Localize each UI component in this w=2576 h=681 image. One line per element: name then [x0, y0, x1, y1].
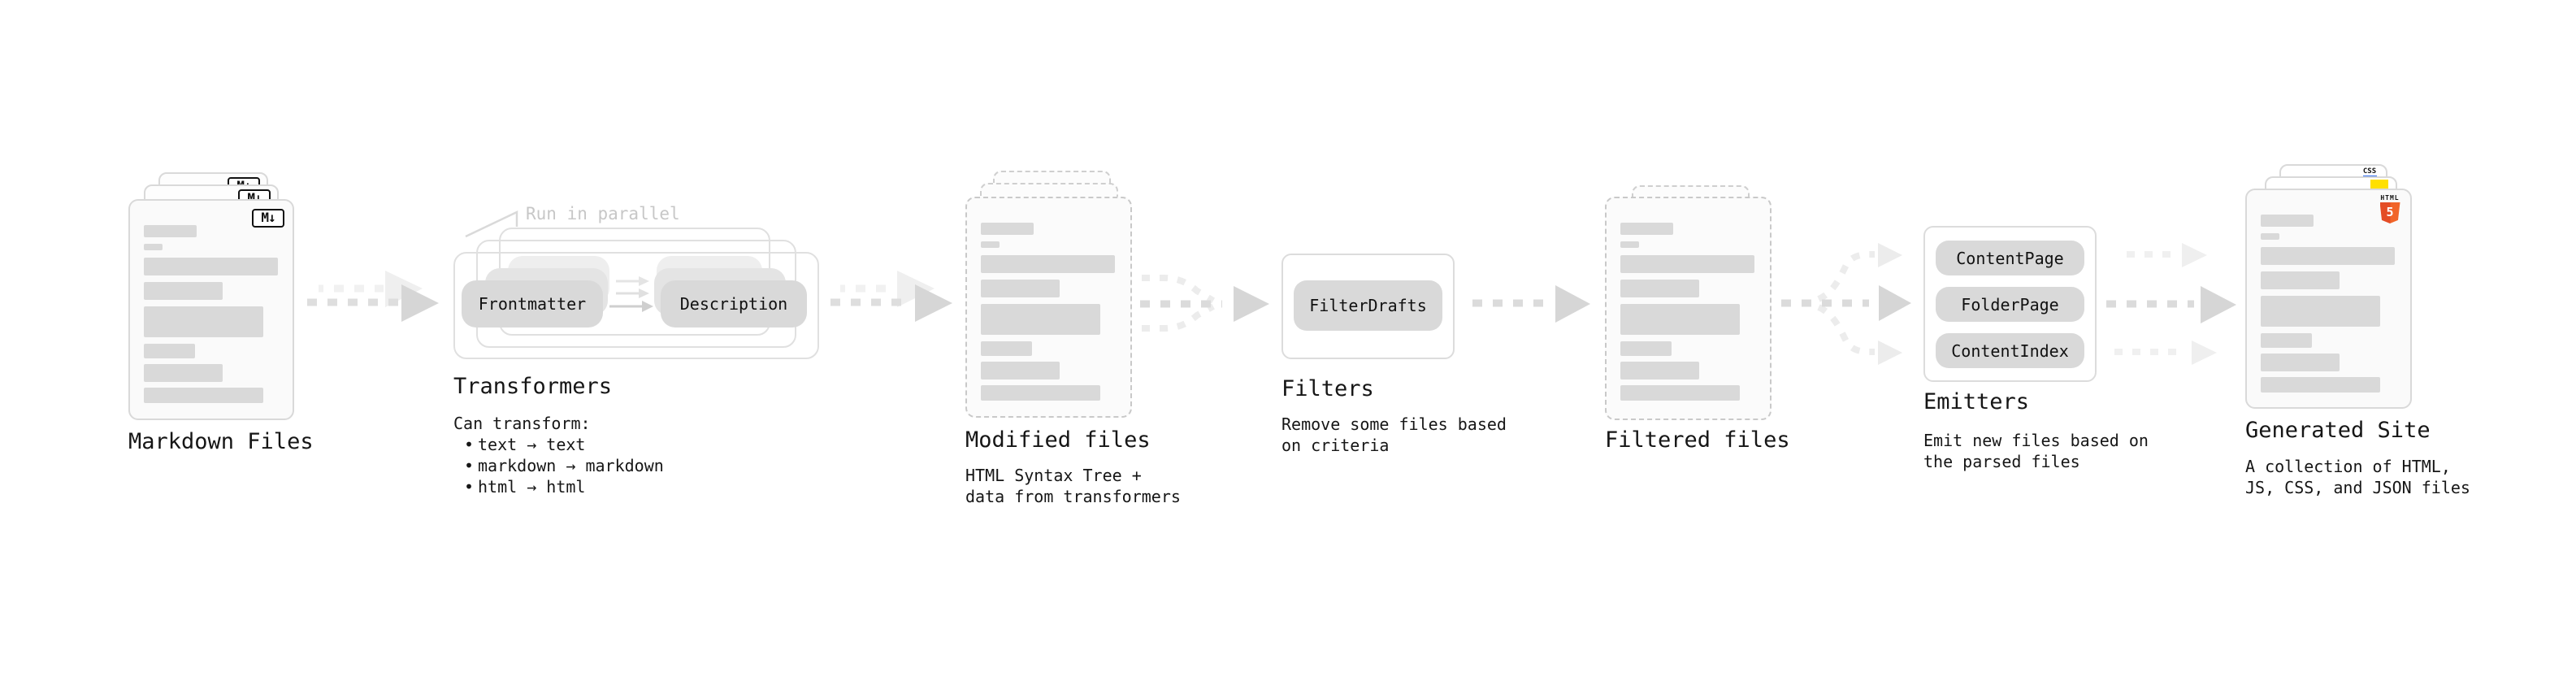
- transform-capabilities-title: Can transform:: [453, 414, 591, 433]
- transform-capabilities: Can transform: •text → text •markdown → …: [453, 413, 664, 497]
- filters-panel: FilterDrafts: [1281, 254, 1455, 359]
- stage-label-filters: Filters: [1281, 376, 1374, 401]
- html5-icon: HTML 5: [2378, 194, 2402, 223]
- stage-description-modified: HTML Syntax Tree + data from transformer…: [965, 466, 1181, 506]
- stage-label-generated-site: Generated Site: [2245, 418, 2431, 443]
- skeleton-bar: [144, 225, 197, 237]
- skeleton-bar: [2261, 215, 2314, 227]
- stage-label-markdown-files: Markdown Files: [128, 429, 314, 454]
- contentpage-button: ContentPage: [1936, 241, 2084, 275]
- skeleton-bar: [981, 341, 1032, 356]
- skeleton-bar: [2261, 354, 2340, 371]
- skeleton-bar: [2261, 233, 2279, 240]
- skeleton-bar: [2261, 247, 2395, 265]
- skeleton-bar: [1620, 223, 1673, 235]
- skeleton-bar: [144, 344, 195, 358]
- stage-label-emitters: Emitters: [1923, 389, 2030, 414]
- skeleton-bar: [2261, 377, 2380, 393]
- stage-description-filters: Remove some files based on criteria: [1281, 414, 1507, 455]
- skeleton-bar: [1620, 280, 1699, 297]
- skeleton-bar: [2261, 296, 2380, 327]
- file-card-front-html: HTML 5: [2245, 189, 2412, 409]
- skeleton-bar: [1620, 304, 1740, 335]
- dashed-file-card-front: [1605, 197, 1772, 420]
- arrow-filtered-to-emitters-fork: [1781, 243, 1911, 365]
- filterdrafts-button: FilterDrafts: [1294, 280, 1442, 331]
- capability-item: •text → text: [463, 435, 586, 454]
- skeleton-bar: [144, 306, 263, 337]
- skeleton-bar: [981, 241, 1000, 248]
- skeleton-bar: [1620, 241, 1639, 248]
- capability-item: •markdown → markdown: [463, 456, 664, 475]
- skeleton-bar: [2261, 333, 2312, 348]
- skeleton-bar: [1620, 255, 1754, 273]
- arrow-transformers-to-modified: [830, 271, 952, 322]
- file-card-front: M↓: [128, 199, 294, 420]
- stage-label-modified-files: Modified files: [965, 427, 1151, 453]
- js-icon: [2370, 180, 2388, 189]
- stage-label-filtered-files: Filtered files: [1605, 427, 1790, 453]
- skeleton-bar: [981, 362, 1060, 380]
- run-in-parallel-note: Run in parallel: [526, 204, 680, 223]
- emitters-panel: ContentPage FolderPage ContentIndex: [1923, 226, 2097, 382]
- markdown-icon: M↓: [252, 209, 284, 228]
- stage-description-emitters: Emit new files based on the parsed files: [1923, 431, 2149, 471]
- skeleton-bar: [981, 255, 1115, 273]
- capability-item: •html → html: [463, 477, 586, 497]
- skeleton-bar: [1620, 385, 1740, 401]
- skeleton-bar: [981, 280, 1060, 297]
- arrows-emitters-to-generated: [2106, 243, 2236, 365]
- transformer-layer-front: [453, 252, 819, 359]
- arrow-modified-to-filters-merge: [1140, 275, 1269, 332]
- contentindex-button: ContentIndex: [1936, 333, 2084, 368]
- skeleton-bar: [144, 364, 223, 382]
- frontmatter-button: Frontmatter: [462, 280, 603, 327]
- skeleton-bar: [2261, 271, 2340, 289]
- skeleton-bar: [144, 388, 263, 403]
- arrow-filters-to-filtered: [1472, 285, 1590, 323]
- skeleton-bar: [981, 304, 1100, 335]
- dashed-file-card-front: [965, 197, 1132, 418]
- stage-description-generated: A collection of HTML, JS, CSS, and JSON …: [2245, 457, 2470, 497]
- skeleton-bar: [981, 223, 1034, 235]
- skeleton-bar: [981, 385, 1100, 401]
- stage-label-transformers: Transformers: [453, 374, 613, 399]
- skeleton-bar: [144, 244, 163, 250]
- skeleton-bar: [144, 282, 223, 300]
- skeleton-bar: [1620, 341, 1672, 356]
- skeleton-bar: [144, 258, 278, 275]
- arrow-markdown-to-transformers: [307, 271, 439, 322]
- description-button: Description: [661, 280, 807, 327]
- skeleton-bar: [1620, 362, 1699, 380]
- folderpage-button: FolderPage: [1936, 287, 2084, 322]
